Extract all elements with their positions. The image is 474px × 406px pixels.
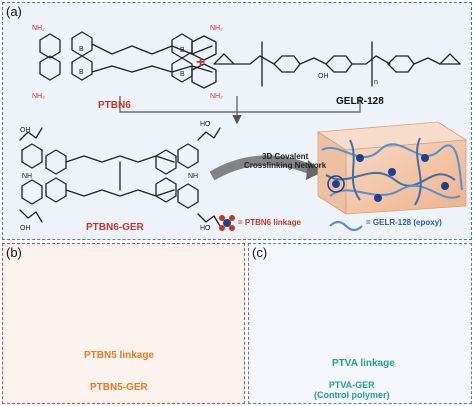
b-label-2: B — [79, 69, 84, 76]
oh-label-p2: OH — [20, 225, 31, 232]
oh-label-p1: OH — [20, 127, 31, 134]
panel-c — [248, 243, 472, 404]
legend-linkage-icon — [219, 215, 235, 231]
ptva-ger-name: PTVA-GER — [328, 380, 375, 390]
network-caption: 3D Covalent Crosslinking Network — [244, 152, 326, 170]
gelr128-molecule — [213, 41, 461, 87]
gelr128-label: GELR-128 — [336, 96, 384, 107]
ptbn5-ger-label: PTBN5-GER — [90, 382, 148, 393]
ptbn5-linkage-label: PTBN5 linkage — [84, 350, 155, 361]
panel-b-label: (b) — [6, 245, 22, 260]
nh2-label-2: NH₂ — [32, 93, 45, 100]
oh-label-gelr: OH — [318, 73, 329, 80]
ptbn6-ger-molecule — [19, 127, 221, 227]
legend-epoxy-text: = GELR-128 (epoxy) — [366, 218, 442, 227]
ptva-linkage-label: PTVA linkage — [332, 358, 395, 369]
ptva-ger-subtitle: (Control polymer) — [314, 390, 390, 400]
repeat-n: n — [374, 79, 378, 86]
legend-linkage-text: = PTBN6 linkage — [238, 218, 301, 227]
nh-label-p1: NH — [22, 173, 32, 180]
panel-c-label: (c) — [252, 245, 268, 260]
ptbn6-label: PTBN6 — [98, 100, 131, 111]
ptbn6-molecule — [39, 31, 217, 89]
network-caption-line1: 3D Covalent — [262, 152, 309, 161]
plus-sign: + — [196, 54, 206, 71]
b-label-4: B — [180, 71, 185, 78]
b-label-3: B — [180, 47, 185, 54]
ho-label-p1: HO — [200, 121, 211, 128]
nh-label-p2: NH — [188, 173, 198, 180]
nh2-label-3: NH₂ — [210, 25, 223, 32]
network-arrow — [209, 155, 314, 181]
network-caption-line2: Crosslinking Network — [244, 161, 327, 170]
ptbn6-ger-label: PTBN6-GER — [86, 222, 144, 233]
ho-label-p2: HO — [200, 225, 211, 232]
ptva-ger-label: PTVA-GER (Control polymer) — [314, 380, 390, 400]
nh2-label-1: NH₂ — [32, 25, 45, 32]
network-box — [316, 121, 468, 215]
nh2-label-4: NH₂ — [210, 93, 223, 100]
panel-a-label: (a) — [6, 4, 22, 19]
panel-b — [2, 243, 245, 404]
b-label-1: B — [79, 46, 84, 53]
legend-epoxy-icon — [329, 220, 363, 232]
